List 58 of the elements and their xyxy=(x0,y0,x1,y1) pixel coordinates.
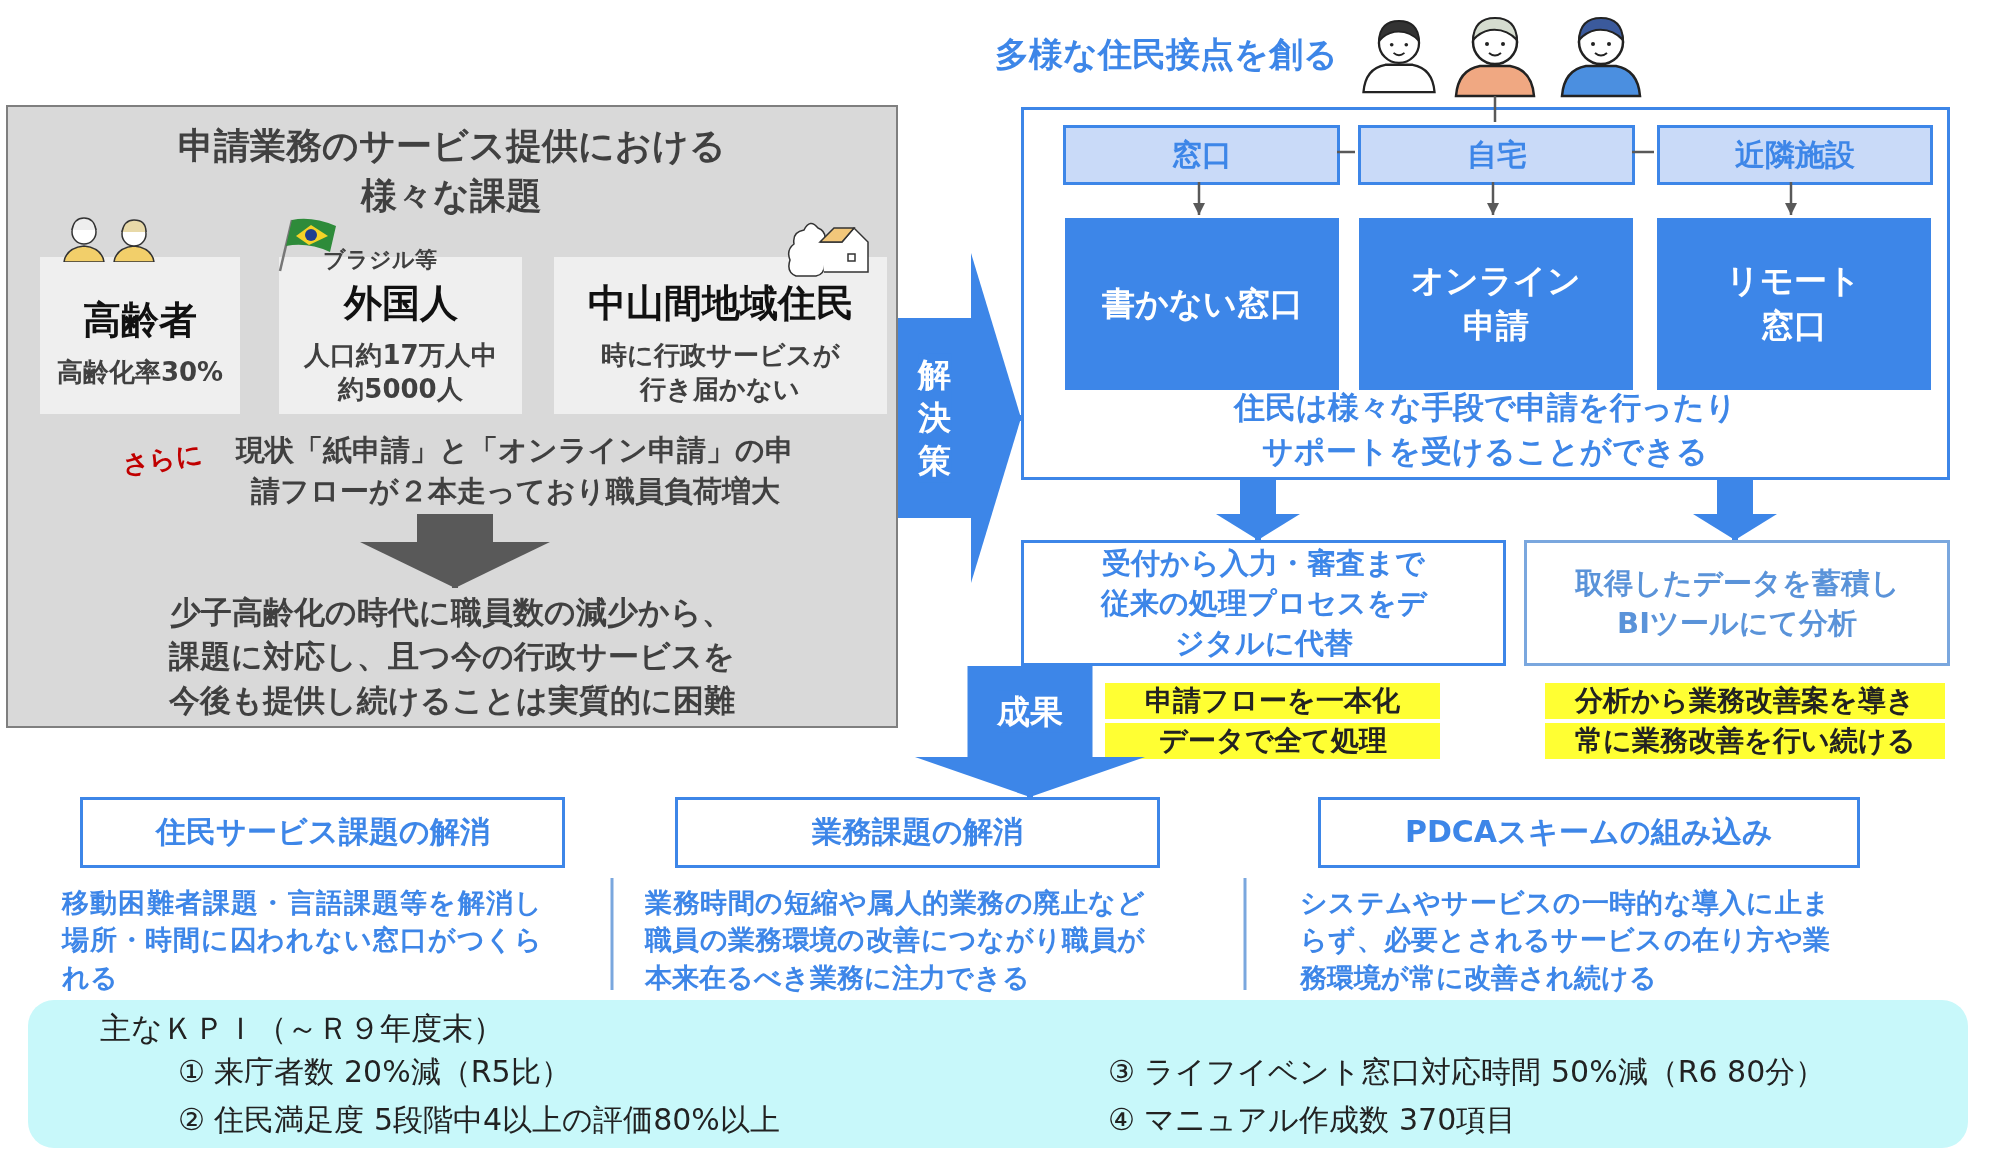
service-label: 書かない窓口 xyxy=(1101,282,1303,325)
connector-line xyxy=(1337,150,1355,154)
card-heading: 中山間地域住民 xyxy=(587,280,854,328)
kpi-item: ③ ライフイベント窓口対応時間 50%減（R6 80分） xyxy=(1108,1052,1827,1091)
description-text: 業務時間の短縮や属人的業務の廃止など職員の業務環境の改善につながり職員が本来在るべき業務に注力できる xyxy=(645,886,1145,995)
section-heading: 多様な住民接点を創る xyxy=(995,33,1338,76)
channel-box xyxy=(1657,125,1933,185)
outcome-box xyxy=(1318,797,1860,868)
card-text: 時に行政サービスが行き届かない xyxy=(600,339,841,406)
description-text: 移動困難者課題・言語課題等を解消し場所・時間に囚われない窓口がつくられる xyxy=(62,886,542,995)
kpi-item: ① 来庁者数 20%減（R5比） xyxy=(178,1052,572,1091)
highlighted-text: データで全て処理 xyxy=(1105,723,1440,759)
highlighted-text: 常に業務改善を行い続ける xyxy=(1545,723,1945,759)
conclusion-text: 少子高齢化の時代に職員数の減少から、課題に対応し、且つ今の行政サービスを今後も提供し続けることは実質的に困難 xyxy=(167,593,736,721)
result-text: 取得したデータを蓄積しBIツールにて分析 xyxy=(1573,565,1901,642)
arrow xyxy=(1487,182,1499,215)
topic-title: PDCAスキームの組み込み xyxy=(1404,813,1774,851)
card-text: 高齢化率30% xyxy=(56,356,224,390)
highlighted-text: 申請フローを一本化 xyxy=(1105,683,1440,719)
result-box xyxy=(1524,540,1950,666)
issue-card xyxy=(40,257,240,414)
highlighted-text: 分析から業務改善案を導き xyxy=(1545,683,1945,719)
channel-box xyxy=(1358,125,1635,185)
kpi-panel xyxy=(28,1000,1968,1148)
arrow xyxy=(1193,182,1205,215)
card-heading: 高齢者 xyxy=(83,297,197,345)
note-text: 現状「紙申請」と「オンライン申請」の申請フローが２本走っており職員負荷増大 xyxy=(234,432,796,510)
arrow xyxy=(1785,182,1797,215)
card-tag: ブラジル等 xyxy=(323,245,437,275)
service-label: オンライン申請 xyxy=(1410,260,1582,347)
channel-label: 窓口 xyxy=(1171,135,1232,174)
emphasis-text: さらに xyxy=(119,437,206,482)
kpi-item: ② 住民満足度 5段階中4以上の評価80%以上 xyxy=(178,1100,781,1139)
description-text: システムやサービスの一時的な導入に止まらず、必要とされるサービスの在り方や業務環境が常に改善され続ける xyxy=(1300,886,1830,995)
channel-label: 近隣施設 xyxy=(1735,135,1855,174)
card-text: 人口約17万人中約5000人 xyxy=(304,339,497,406)
connector-line xyxy=(1493,96,1497,122)
kpi-item: ④ マニュアル作成数 370項目 xyxy=(1108,1100,1518,1139)
outcome-box xyxy=(80,797,565,868)
channel-box xyxy=(1063,125,1340,185)
solution-frame xyxy=(1021,107,1950,480)
service-label: リモート窓口 xyxy=(1725,260,1863,347)
result-text: 受付から入力・審査まで従来の処理プロセスをデジタルに代替 xyxy=(1099,545,1429,662)
frame-caption: 住民は様々な手段で申請を行ったりサポートを受けることができる xyxy=(1232,388,1738,471)
result-box xyxy=(1021,540,1506,666)
channel-label: 自宅 xyxy=(1466,135,1527,174)
service-box xyxy=(1657,218,1931,390)
issue-panel xyxy=(6,105,898,728)
service-box xyxy=(1359,218,1633,390)
kpi-title: 主なＫＰＩ（～Ｒ９年度末） xyxy=(100,1009,504,1048)
topic-title: 住民サービス課題の解消 xyxy=(155,813,490,851)
panel-title: 申請業務のサービス提供における様々な課題 xyxy=(177,124,727,219)
connector-line xyxy=(1632,150,1654,154)
issue-card xyxy=(554,257,887,414)
topic-title: 業務課題の解消 xyxy=(812,813,1023,851)
service-box xyxy=(1065,218,1339,390)
card-heading: 外国人 xyxy=(343,280,458,328)
outcome-box xyxy=(675,797,1160,868)
